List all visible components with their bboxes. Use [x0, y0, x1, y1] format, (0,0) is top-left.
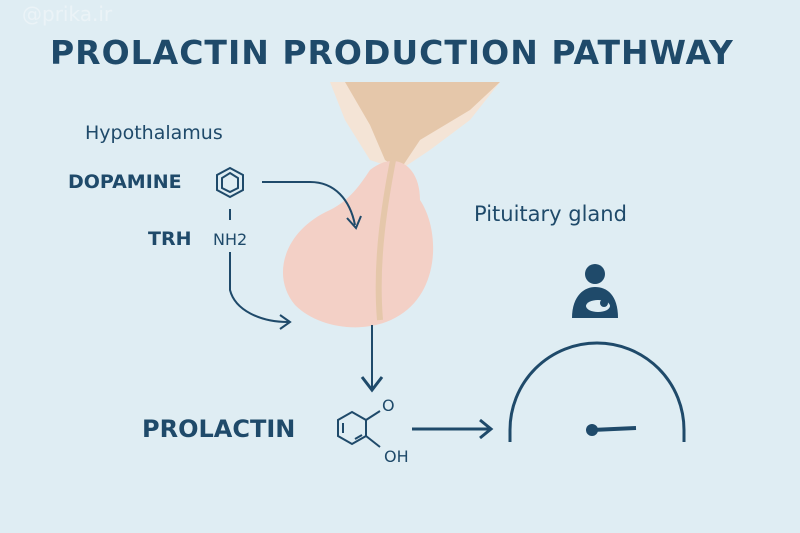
nh2-label: NH2 — [213, 230, 248, 249]
oxygen-label: O — [382, 396, 395, 415]
benzene-ring-icon — [216, 166, 494, 448]
gauge-hub — [586, 424, 598, 436]
page-title: PROLACTIN PRODUCTION PATHWAY — [50, 33, 734, 72]
trh-label: TRH — [148, 228, 192, 250]
hypothalamus-label: Hypothalamus — [85, 122, 223, 144]
watermark: @prika.ir — [22, 2, 113, 26]
mother-baby-icon — [572, 264, 618, 318]
stalk-line — [375, 149, 398, 321]
prolactin-label: PROLACTIN — [142, 415, 296, 443]
gauge-arc — [508, 341, 686, 442]
gauge-needle — [591, 426, 637, 432]
pituitary-stalk — [345, 82, 500, 170]
pituitary-gland — [282, 161, 434, 328]
pituitary-label: Pituitary gland — [474, 202, 627, 226]
hydroxyl-label: OH — [384, 447, 409, 466]
dopamine-label: DOPAMINE — [68, 171, 182, 193]
